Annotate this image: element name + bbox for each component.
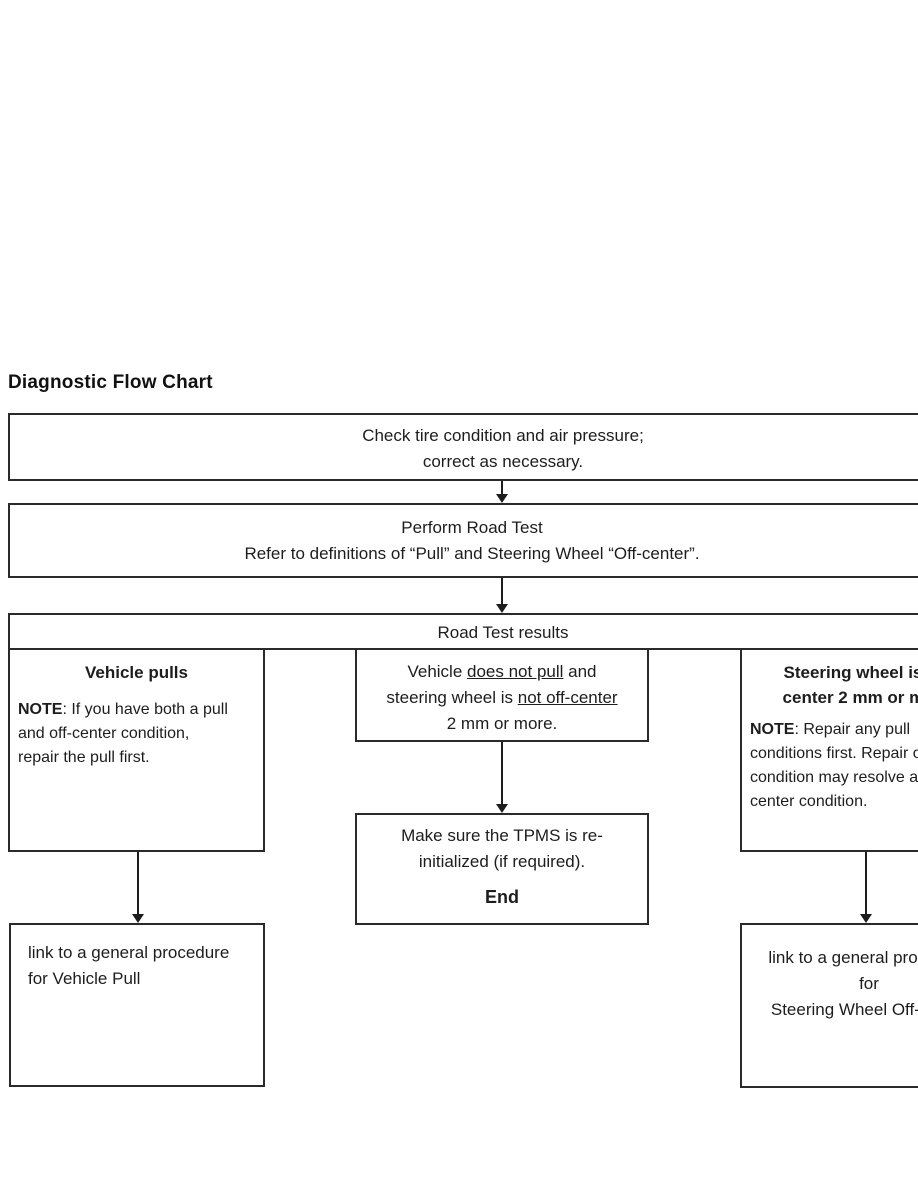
flow-node-link-vehicle-pull: link to a general procedure for Vehicle … [9,923,265,1087]
vehicle-pulls-note-line1: NOTE: If you have both a pull [18,698,257,722]
vehicle-pull-procedure-link-line1[interactable]: link to a general procedure [28,943,230,962]
off-center-note-line3: condition may resolve an off- [750,769,918,786]
page-title: Diagnostic Flow Chart [8,372,213,393]
flow-node-no-pull: Vehicle does not pull and steering wheel… [355,648,649,742]
arrow-head-icon [132,914,144,923]
off-center-procedure-link-line3[interactable]: Steering Wheel Off-center [770,1000,918,1019]
flow-arrow-down-3 [495,742,509,813]
off-center-note-line4: center condition. [750,793,868,810]
flow-arrow-down-1 [495,481,509,503]
vehicle-pulls-note-line3: repair the pull first. [18,749,150,766]
road-test-line1: Perform Road Test [401,518,543,537]
arrow-head-icon [860,914,872,923]
note-label: NOTE [18,701,63,718]
no-pull-line2: steering wheel is not off-center [357,685,647,711]
end-label: End [485,887,519,907]
no-pull-line1: Vehicle does not pull and [357,659,647,685]
off-center-note-line2: conditions first. Repair of the pull [750,745,918,762]
arrow-shaft [501,742,503,807]
off-center-title-line1: Steering wheel is off- [783,663,918,682]
arrow-shaft [501,481,503,497]
vehicle-pulls-title: Vehicle pulls [85,663,188,682]
arrow-head-icon [496,604,508,613]
off-center-procedure-link-line2[interactable]: for [859,974,879,993]
flow-node-road-test: Perform Road Test Refer to definitions o… [8,503,918,578]
off-center-title-line2: center 2 mm or more. [782,688,918,707]
no-pull-line2-pre: steering wheel is [386,688,518,707]
flow-node-link-off-center: link to a general procedure for Steering… [740,923,918,1088]
road-test-line2: Refer to definitions of “Pull” and Steer… [244,544,700,563]
check-tires-line1: Check tire condition and air pressure; [362,426,644,445]
arrow-shaft [137,852,139,917]
vehicle-pull-procedure-link-line2[interactable]: for Vehicle Pull [28,969,141,988]
note-text: : Repair any pull [794,721,911,738]
no-pull-line2-underlined: not off-center [517,688,618,707]
flow-arrow-down-4 [131,852,145,923]
off-center-procedure-link-line1[interactable]: link to a general procedure [768,948,918,967]
note-label: NOTE [750,721,795,738]
flow-node-off-center: Steering wheel is off- center 2 mm or mo… [740,648,918,852]
note-text: : If you have both a pull [62,701,228,718]
tpms-line2: initialized (if required). [418,852,586,871]
flow-arrow-down-2 [495,578,509,613]
no-pull-line3: 2 mm or more. [446,714,558,733]
arrow-shaft [865,852,867,917]
vehicle-pulls-note-line2: and off-center condition, [18,725,190,742]
no-pull-line1-pre: Vehicle [407,662,468,681]
tpms-line1: Make sure the TPMS is re- [401,826,603,845]
no-pull-line1-underlined: does not pull [467,662,564,681]
flow-node-check-tires: Check tire condition and air pressure; c… [8,413,918,481]
arrow-shaft [501,578,503,607]
no-pull-line1-post: and [563,662,597,681]
results-header-label: Road Test results [437,623,569,642]
off-center-note-line1: NOTE: Repair any pull [750,718,918,742]
flow-arrow-down-5 [859,852,873,923]
flow-node-vehicle-pulls: Vehicle pulls NOTE: If you have both a p… [8,648,265,852]
flow-node-tpms-end: Make sure the TPMS is re- initialized (i… [355,813,649,925]
arrow-head-icon [496,494,508,503]
flow-node-results-header: Road Test results [8,613,918,650]
check-tires-line2: correct as necessary. [422,452,584,471]
arrow-head-icon [496,804,508,813]
